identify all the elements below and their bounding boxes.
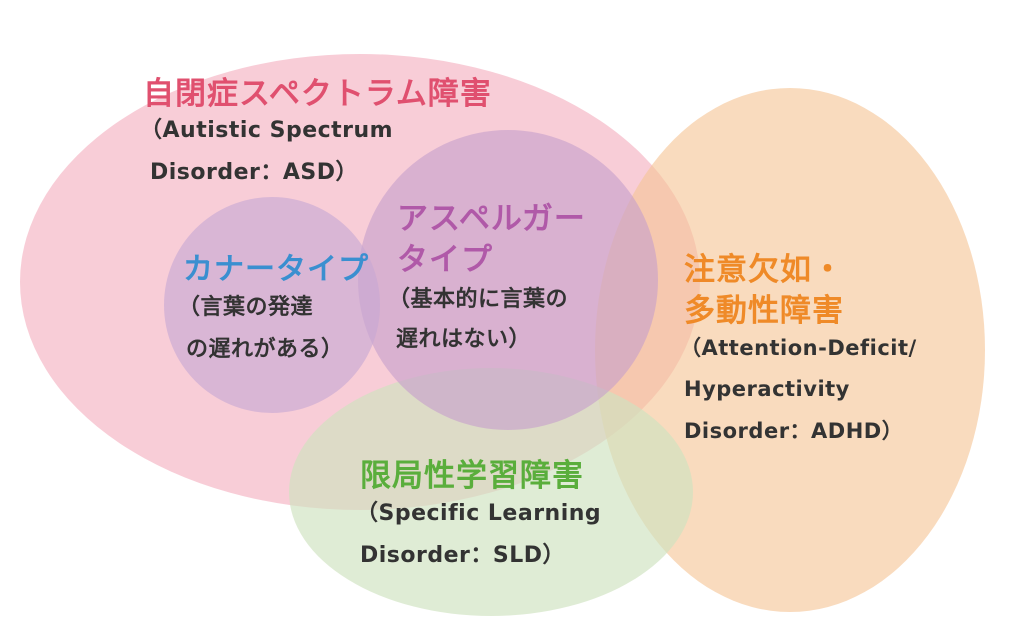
asperger-subtitle-line1: （基本的に言葉の bbox=[388, 287, 569, 312]
adhd-ellipse bbox=[595, 88, 985, 612]
sld-ellipse bbox=[289, 368, 693, 616]
adhd-title-line2: 多動性障害 bbox=[684, 293, 844, 329]
sld-subtitle-line1: （Specific Learning bbox=[356, 501, 602, 526]
adhd-subtitle-line1: （Attention-Deficit/ bbox=[680, 336, 917, 360]
asperger-title-line1: アスペルガー bbox=[397, 201, 586, 237]
asperger-circle bbox=[358, 130, 658, 430]
kanner-subtitle-line1: （言葉の発達 bbox=[178, 295, 314, 320]
adhd-subtitle-line2: Hyperactivity bbox=[684, 377, 850, 401]
sld-subtitle-line2: Disorder：SLD） bbox=[360, 543, 566, 568]
kanner-subtitle-line2: の遅れがある） bbox=[186, 337, 344, 362]
asperger-title-line2: タイプ bbox=[397, 242, 493, 278]
kanner-circle bbox=[164, 197, 380, 413]
adhd-subtitle-line3: Disorder：ADHD） bbox=[684, 419, 904, 443]
asd-subtitle-line2: Disorder：ASD） bbox=[150, 160, 359, 185]
asperger-subtitle-line2: 遅れはない） bbox=[396, 327, 532, 352]
kanner-title: カナータイプ bbox=[183, 252, 369, 287]
asd-title: 自閉症スペクトラム障害 bbox=[143, 76, 492, 112]
adhd-title-line1: 注意欠如・ bbox=[684, 252, 844, 288]
asd-subtitle-line1: （Autistic Spectrum bbox=[140, 118, 394, 143]
sld-title: 限局性学習障害 bbox=[360, 458, 584, 494]
